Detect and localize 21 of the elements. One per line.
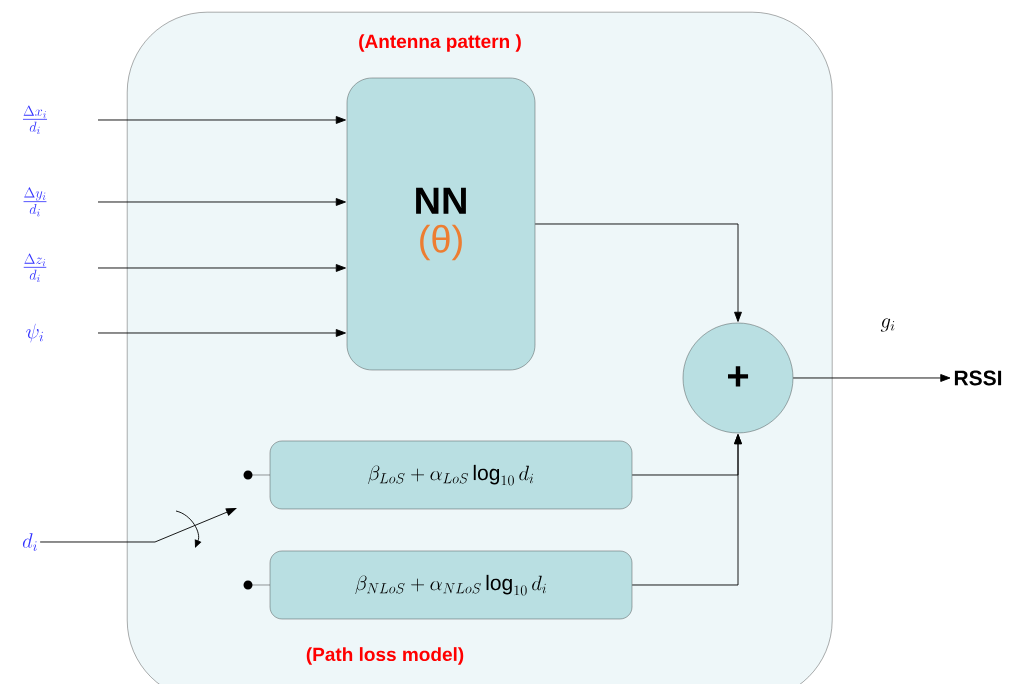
arrow [534,223,742,322]
summing-junction: + [682,322,794,434]
input-variable: $\frac{\Delta y_i}{d_i}$ [23,187,47,217]
input-variable: $d_i$ [22,533,37,551]
output-label: RSSI [954,370,1002,386]
arrow [97,329,346,337]
arrow [792,374,951,382]
input-variable: $\frac{\Delta z_i}{d_i}$ [23,253,47,283]
arrow [97,198,346,206]
input-variable: $\frac{\Delta x_i}{d_i}$ [23,105,47,135]
edge-label: $g_i$ [879,317,897,333]
input-variable: $\psi_i$ [26,323,44,343]
model-box: $\beta_{NLoS}+\alpha_{NLoS}\log_{10} d_i$ [269,550,633,620]
model-box: $\beta_{LoS}+\alpha_{LoS}\log_{10} d_i$ [269,440,633,510]
neural-network-box: NN (θ) [346,77,536,371]
arrow [39,508,237,543]
arrow [97,116,346,124]
block-title: (Antenna pattern ) [359,34,521,52]
block-title: (Path loss model) [306,647,464,665]
arrow [97,264,346,272]
arrow [631,434,742,586]
